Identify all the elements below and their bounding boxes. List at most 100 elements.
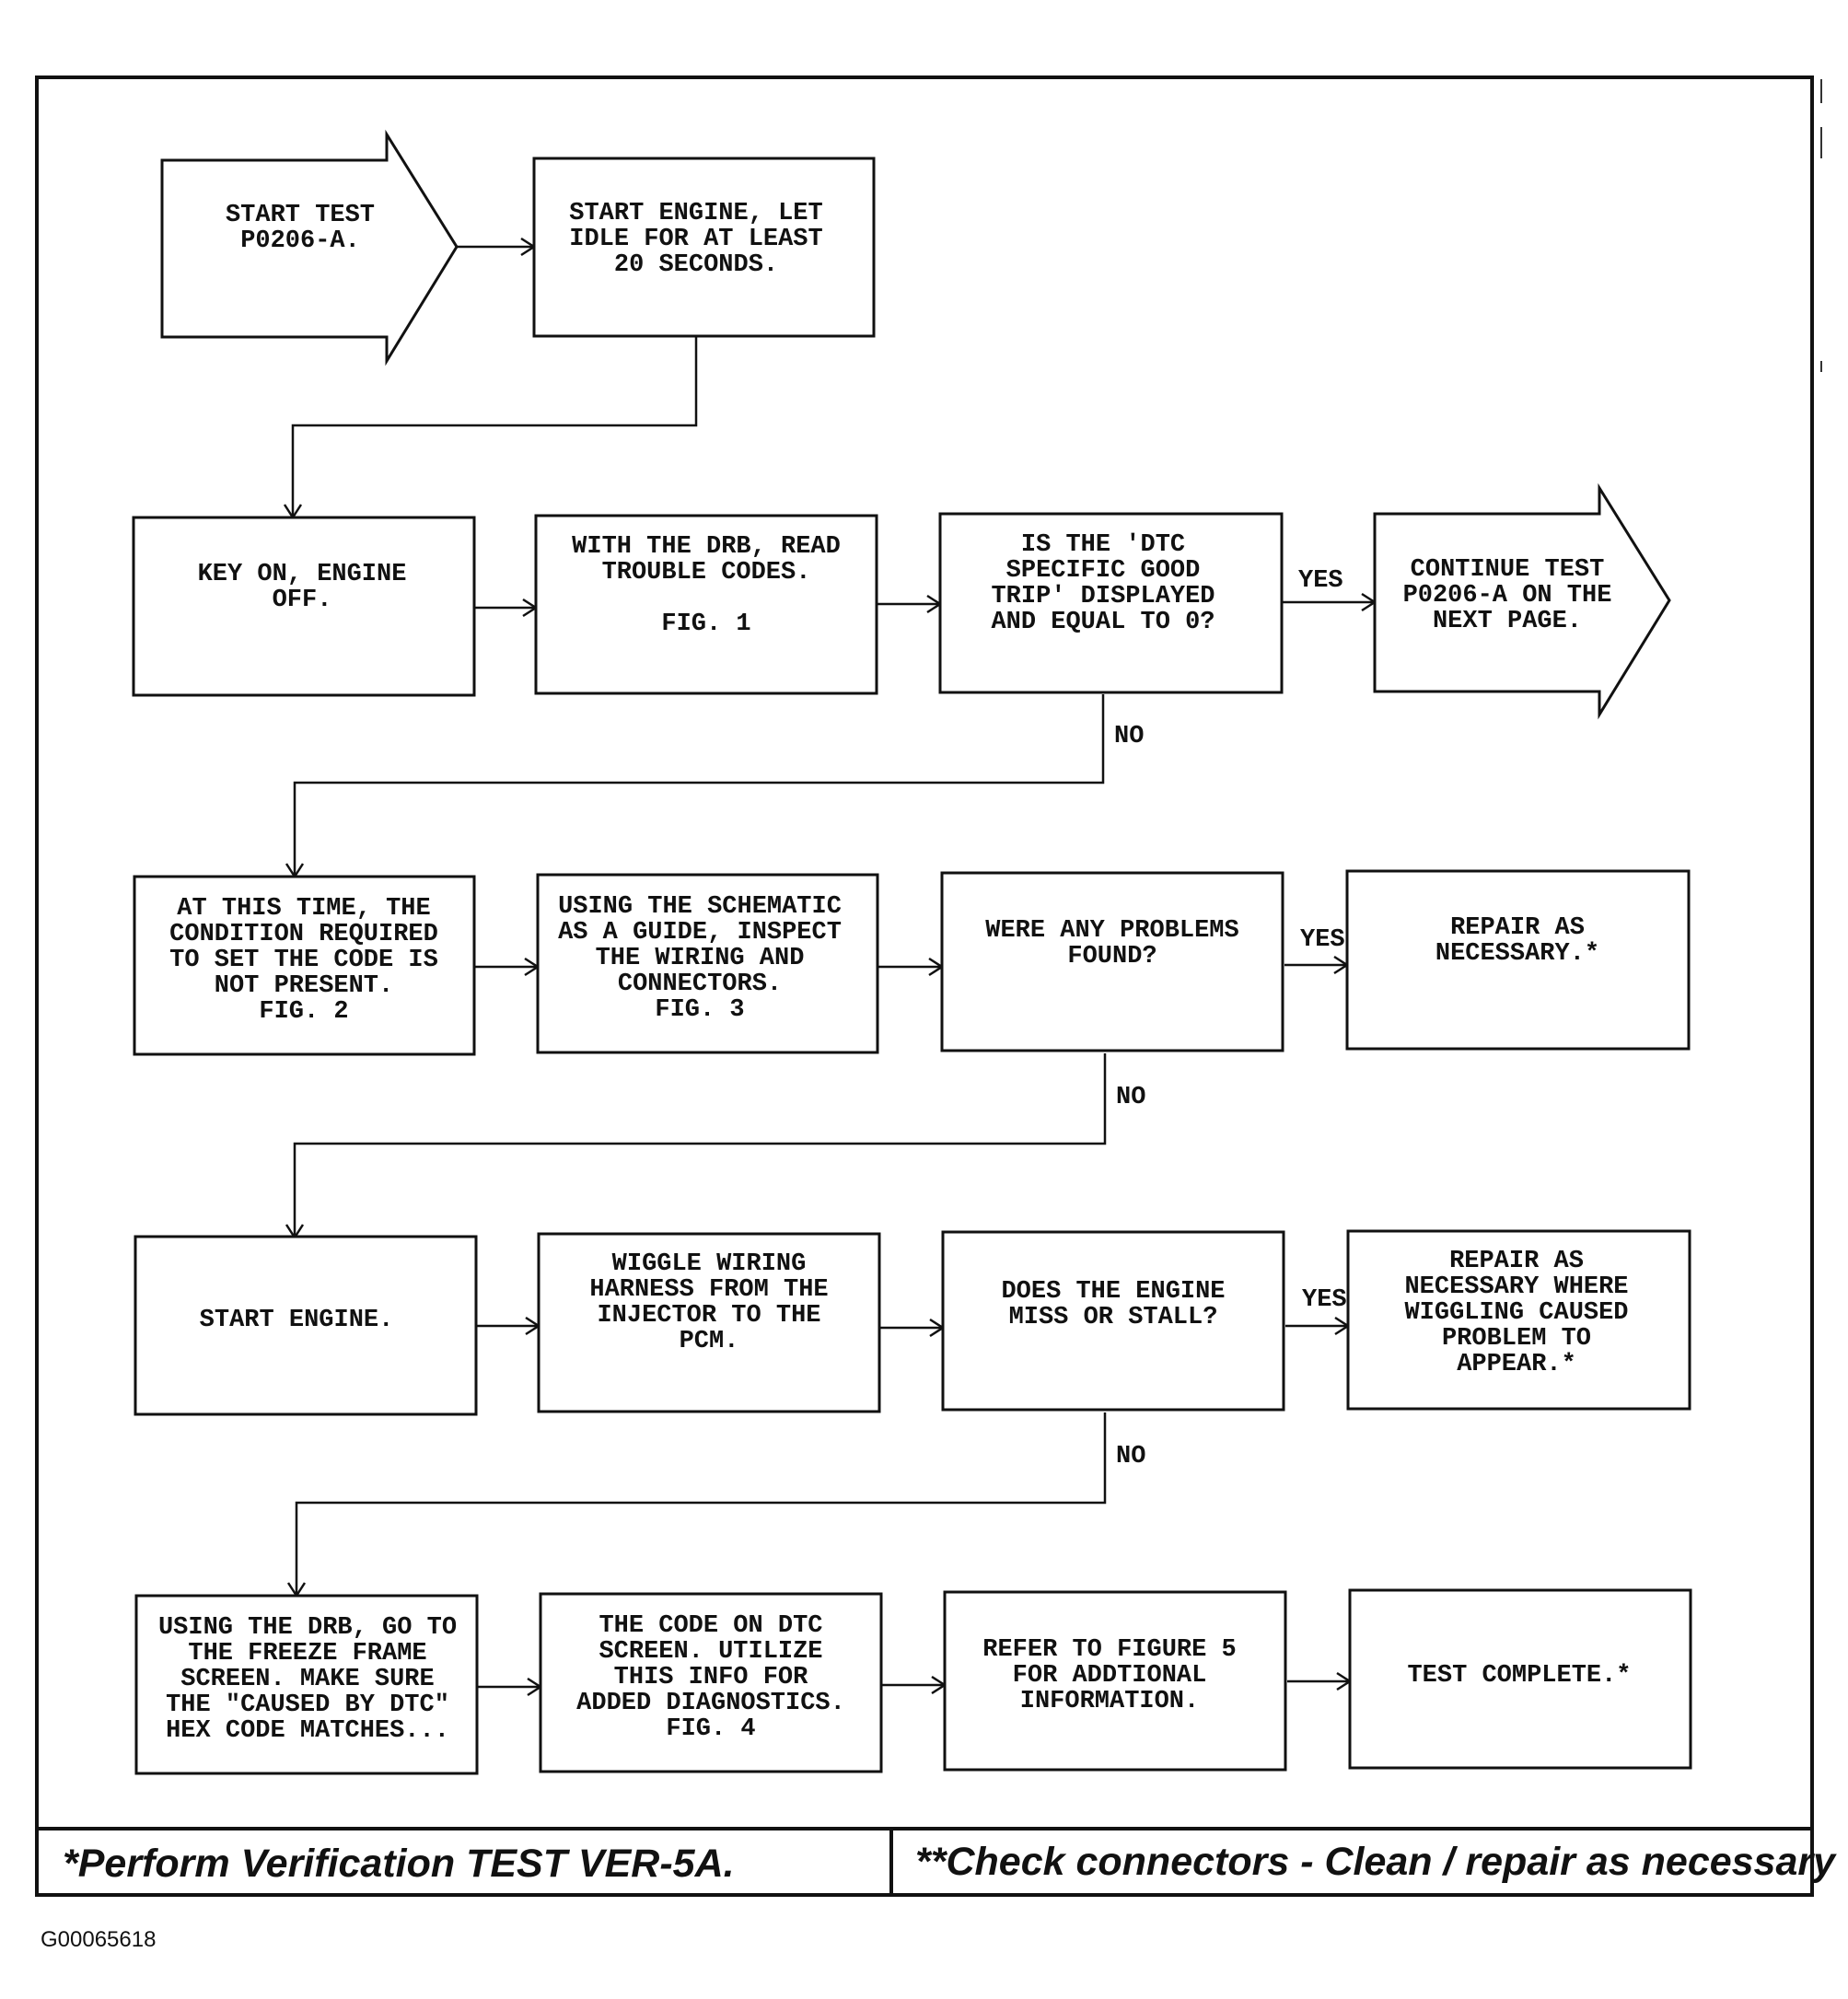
problems-decision-box bbox=[940, 871, 1284, 1052]
test-complete-text: TEST COMPLETE.* bbox=[1407, 1662, 1631, 1690]
text-line: USING THE SCHEMATIC bbox=[558, 893, 842, 921]
text-line: TEST COMPLETE.* bbox=[1407, 1662, 1631, 1690]
text-line: SCREEN. MAKE SURE bbox=[180, 1666, 434, 1693]
yes-label: YES bbox=[1302, 1286, 1347, 1314]
text-line: REFER TO FIGURE 5 bbox=[982, 1636, 1236, 1664]
refer-box bbox=[943, 1590, 1287, 1772]
text-line: KEY ON, ENGINE bbox=[198, 561, 407, 588]
text-line: HEX CODE MATCHES... bbox=[166, 1717, 449, 1745]
text-line: TRIP' DISPLAYED bbox=[991, 583, 1215, 610]
text-line: THE FREEZE FRAME bbox=[188, 1640, 426, 1668]
text-line: THE CODE ON DTC bbox=[599, 1612, 822, 1640]
connector-line bbox=[293, 1053, 1107, 1238]
text-line: START TEST bbox=[226, 202, 375, 229]
text-line: APPEAR.* bbox=[1457, 1351, 1576, 1378]
text-line: WITH THE DRB, READ bbox=[572, 533, 841, 561]
text-line: FOR ADDTIONAL bbox=[1013, 1662, 1207, 1690]
text-line: NECESSARY.* bbox=[1435, 940, 1599, 968]
repair-box-1 bbox=[1345, 869, 1691, 1051]
footer-note-left: *Perform Verification TEST VER-5A. bbox=[63, 1842, 735, 1886]
footer-note-right: **Check connectors - Clean / repair as n… bbox=[915, 1840, 1837, 1884]
start-engine-idle-box bbox=[532, 157, 876, 338]
outer-frame bbox=[35, 76, 1814, 1897]
start-arrow-shape bbox=[160, 129, 459, 366]
freeze-frame-box bbox=[134, 1594, 479, 1775]
text-line: TROUBLE CODES. bbox=[602, 559, 811, 587]
miss-stall-decision-box bbox=[941, 1230, 1285, 1412]
text-line: MISS OR STALL? bbox=[1009, 1304, 1218, 1331]
text-line: IS THE 'DTC bbox=[1021, 531, 1185, 559]
text-line: ADDED DIAGNOSTICS. bbox=[576, 1690, 845, 1717]
text-line: NEXT PAGE. bbox=[1433, 608, 1582, 635]
text-line: 20 SECONDS. bbox=[614, 251, 778, 279]
text-line: FIG. 1 bbox=[661, 610, 750, 638]
text-line: PCM. bbox=[680, 1328, 739, 1355]
text-line: THE WIRING AND bbox=[596, 945, 805, 972]
text-line: PROBLEM TO bbox=[1442, 1325, 1591, 1353]
text-line: REPAIR AS bbox=[1449, 1248, 1584, 1275]
start-engine-box bbox=[134, 1235, 478, 1416]
text-line: AS A GUIDE, INSPECT bbox=[558, 919, 842, 947]
text-line: FIG. 3 bbox=[655, 996, 744, 1024]
test-complete-box bbox=[1348, 1588, 1692, 1770]
key-on-box bbox=[132, 516, 476, 697]
text-line: THE "CAUSED BY DTC" bbox=[166, 1691, 449, 1719]
text-line: SCREEN. UTILIZE bbox=[599, 1638, 822, 1666]
no-label: NO bbox=[1116, 1443, 1145, 1470]
no-label: NO bbox=[1114, 723, 1144, 750]
text-line: WIGGLING CAUSED bbox=[1404, 1299, 1628, 1327]
no-label: NO bbox=[1116, 1084, 1145, 1111]
text-line: AND EQUAL TO 0? bbox=[991, 609, 1215, 636]
wiggle-box bbox=[537, 1232, 881, 1413]
text-line: P0206-A. bbox=[240, 227, 360, 255]
connector-line bbox=[295, 1412, 1107, 1596]
good-trip-decision-box bbox=[938, 512, 1284, 694]
text-line: TO SET THE CODE IS bbox=[169, 947, 438, 974]
text-line: CONDITION REQUIRED bbox=[169, 921, 438, 948]
continue-arrow-shape bbox=[1373, 482, 1671, 720]
connectors bbox=[291, 245, 1375, 1689]
text-line: USING THE DRB, GO TO bbox=[158, 1614, 457, 1642]
text-line: P0206-A ON THE bbox=[1403, 582, 1612, 610]
text-line: FOUND? bbox=[1067, 943, 1156, 970]
text-line: WERE ANY PROBLEMS bbox=[985, 917, 1238, 945]
text-line: START ENGINE. bbox=[200, 1307, 394, 1334]
text-line: HARNESS FROM THE bbox=[589, 1276, 828, 1304]
repair-box-2 bbox=[1346, 1229, 1691, 1411]
text-line: AT THIS TIME, THE bbox=[177, 895, 430, 923]
text-line: DOES THE ENGINE bbox=[1001, 1278, 1225, 1306]
text-line: NOT PRESENT. bbox=[215, 972, 393, 1000]
text-line: INJECTOR TO THE bbox=[597, 1302, 820, 1330]
text-line: IDLE FOR AT LEAST bbox=[569, 226, 822, 253]
text-line: CONNECTORS. bbox=[618, 970, 782, 998]
read-codes-box bbox=[534, 514, 878, 695]
text-line: NECESSARY WHERE bbox=[1404, 1273, 1628, 1301]
start-engine-text: START ENGINE. bbox=[200, 1307, 394, 1334]
text-line: SPECIFIC GOOD bbox=[1006, 557, 1201, 585]
text-line: OFF. bbox=[273, 587, 332, 614]
text-line: REPAIR AS bbox=[1450, 914, 1585, 942]
condition-box bbox=[133, 875, 476, 1056]
text-line: START ENGINE, LET bbox=[569, 200, 822, 227]
schematic-box bbox=[536, 873, 879, 1054]
text-line: CONTINUE TEST bbox=[1411, 556, 1605, 584]
text-line: WIGGLE WIRING bbox=[612, 1250, 807, 1278]
text-line: FIG. 2 bbox=[259, 998, 348, 1026]
image-id: G00065618 bbox=[41, 1927, 156, 1952]
text-line: THIS INFO FOR bbox=[614, 1664, 808, 1691]
